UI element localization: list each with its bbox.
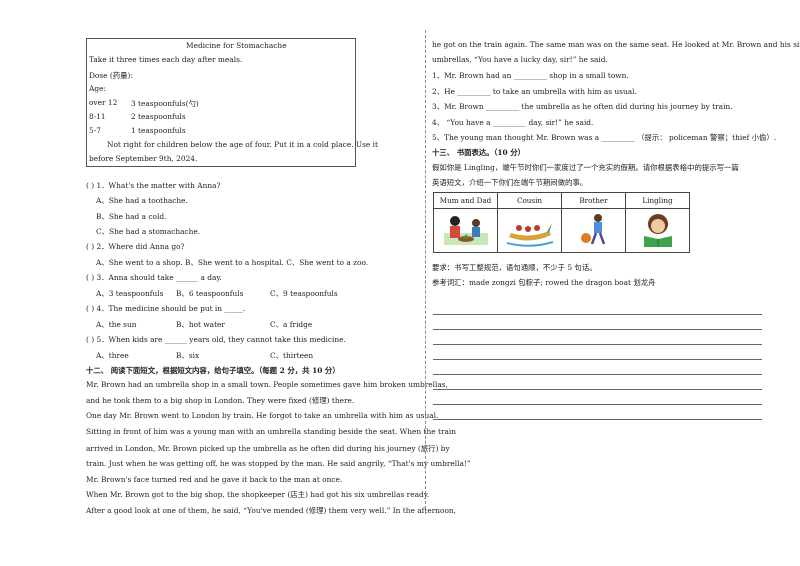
answer-line: [433, 374, 762, 375]
answer-line: [433, 419, 762, 420]
notice-note: before September 9th, 2024.: [89, 154, 198, 163]
basketball-illustration: [561, 208, 626, 253]
medicine-notice-box: [86, 38, 356, 167]
passage-line: Sitting in front of him was a young man …: [86, 427, 457, 436]
fill-question-4: 4、 “You have a _________ day, sir!” he s…: [432, 118, 594, 127]
notice-row-dose: 3 teaspoonfuls(勺): [131, 99, 199, 108]
question-4-stem: ( ) 4．The medicine should be put in ____…: [86, 304, 246, 313]
table-header: Mum and Dad: [433, 192, 498, 209]
answer-line: [433, 389, 762, 390]
question-3-option-c: C、9 teaspoonfuls: [270, 289, 338, 298]
question-5-stem: ( ) 5．When kids are ______ years old, th…: [86, 335, 346, 344]
question-5-option-b: B、six: [176, 351, 200, 360]
table-header: Cousin: [497, 192, 562, 209]
question-3-stem: ( ) 3．Anna should take ______ a day.: [86, 273, 222, 282]
notice-age: Age:: [89, 84, 106, 93]
question-1-stem: ( ) 1．What's the matter with Anna?: [86, 181, 221, 190]
question-4-option-c: C、a fridge: [270, 320, 313, 329]
notice-row-dose: 1 teaspoonfuls: [131, 126, 186, 135]
answer-line: [433, 344, 762, 345]
question-1-option-b: B、She had a cold.: [96, 212, 167, 221]
notice-row-age: 8-11: [89, 112, 106, 121]
section-13-heading: 十三、 书面表达。（10 分）: [432, 148, 526, 157]
passage-line: Mr. Brown had an umbrella shop in a smal…: [86, 380, 448, 389]
notice-note: Not right for children below the age of …: [107, 140, 378, 149]
writing-prompt: 英语短文，介绍一下你们在端午节期间做的事。: [432, 178, 588, 187]
passage-line: umbrellas, “You have a lucky day, sir!” …: [432, 55, 608, 64]
passage-line: After a good look at one of them, he sai…: [86, 506, 457, 515]
passage-line: train. Just when he was getting off, he …: [86, 459, 471, 468]
passage-line: When Mr. Brown got to the big shop, the …: [86, 490, 430, 499]
fill-question-2: 2、He _________ to take an umbrella with …: [432, 87, 637, 96]
answer-line: [433, 404, 762, 405]
passage-line: Mr. Brown's face turned red and he gave …: [86, 475, 343, 484]
section-12-heading: 十二、 阅读下面短文，根据短文内容，给句子填空。（每题 2 分，共 10 分）: [86, 366, 340, 375]
answer-line: [433, 329, 762, 330]
notice-dose: Dose (药量):: [89, 71, 133, 80]
writing-prompt: 假如你是 Lingling，端午节时你们一家度过了一个充实的假期。请你根据表格中…: [432, 163, 739, 172]
answer-line: [433, 359, 762, 360]
question-2-stem: ( ) 2．Where did Anna go?: [86, 242, 185, 251]
fill-question-3: 3、Mr. Brown _________ the umbrella as he…: [432, 102, 733, 111]
question-4-option-a: A、the sun: [96, 320, 137, 329]
question-5-option-a: A、three: [96, 351, 129, 360]
table-header: Lingling: [625, 192, 690, 209]
dragon-boat-illustration: [497, 208, 562, 253]
activity-table: Mum and Dad Cousin Brother Lingling: [433, 192, 690, 253]
passage-line: arrived in London, Mr. Brown picked up t…: [86, 444, 450, 453]
question-3-option-b: B、6 teaspoonfuls: [176, 289, 244, 298]
answer-line: [433, 314, 762, 315]
notice-title: Medicine for Stomachache: [186, 41, 287, 50]
question-1-option-c: C、She had a stomachache.: [96, 227, 201, 236]
fill-question-5: 5、The young man thought Mr. Brown was a …: [432, 133, 777, 142]
passage-line: One day Mr. Brown went to London by trai…: [86, 411, 439, 420]
notice-line: Take it three times each day after meals…: [89, 55, 243, 64]
question-4-option-b: B、hot water: [176, 320, 225, 329]
passage-line: he got on the train again. The same man …: [432, 40, 800, 49]
table-header: Brother: [561, 192, 626, 209]
fill-question-1: 1、Mr. Brown had an _________ shop in a s…: [432, 71, 629, 80]
notice-row-age: 5-7: [89, 126, 101, 135]
reference-vocabulary: 参考词汇：made zongzi 包粽子; rowed the dragon b…: [432, 278, 656, 287]
question-5-option-c: C、thirteen: [270, 351, 314, 360]
reading-book-illustration: [625, 208, 690, 253]
column-divider: [425, 30, 426, 514]
question-1-option-a: A、She had a toothache.: [96, 196, 188, 205]
making-zongzi-illustration: [433, 208, 498, 253]
passage-line: and he took them to a big shop in London…: [86, 396, 355, 405]
notice-row-dose: 2 teaspoonfuls: [131, 112, 186, 121]
notice-row-age: over 12: [89, 98, 118, 107]
question-3-option-a: A、3 teaspoonfuls: [96, 289, 164, 298]
question-2-options: A、She went to a shop. B、She went to a ho…: [96, 258, 369, 267]
writing-requirement: 要求：书写工整规范，语句通顺，不少于 5 句话。: [432, 263, 597, 272]
